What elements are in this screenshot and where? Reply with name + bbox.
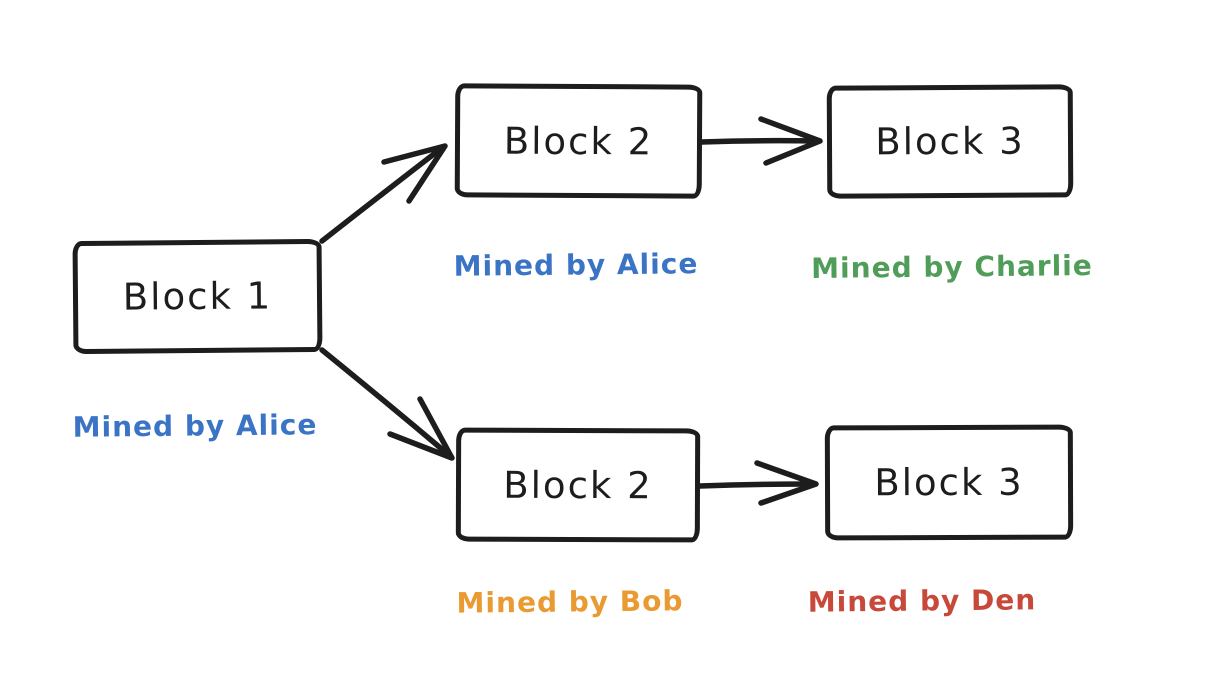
block-3-top-label: Block 3 bbox=[875, 119, 1025, 164]
miner-label-block-1: Mined by Alice bbox=[72, 408, 318, 444]
block-3-top-node: Block 3 bbox=[826, 84, 1074, 199]
miner-label-block-3-top: Mined by Charlie bbox=[811, 249, 1093, 285]
miner-label-block-2-bottom: Mined by Bob bbox=[456, 584, 684, 620]
block-2-bottom-label: Block 2 bbox=[503, 463, 653, 507]
block-3-bottom-node: Block 3 bbox=[824, 424, 1074, 541]
block-2-bottom-node: Block 2 bbox=[455, 427, 701, 543]
miner-label-block-3-bottom: Mined by Den bbox=[807, 583, 1037, 619]
miner-label-block-2-top: Mined by Alice bbox=[453, 247, 699, 283]
arrow-block1-to-block2-bottom bbox=[319, 347, 455, 461]
block-2-top-node: Block 2 bbox=[454, 83, 703, 199]
arrow-block1-to-block2-top bbox=[319, 143, 448, 244]
arrow-block2-bottom-to-block3-bottom bbox=[697, 460, 819, 506]
arrow-block2-top-to-block3-top bbox=[699, 116, 823, 166]
block-2-top-label: Block 2 bbox=[503, 119, 654, 163]
block-1-node: Block 1 bbox=[72, 238, 323, 355]
block-1-label: Block 1 bbox=[122, 274, 273, 319]
block-3-bottom-label: Block 3 bbox=[874, 460, 1024, 505]
